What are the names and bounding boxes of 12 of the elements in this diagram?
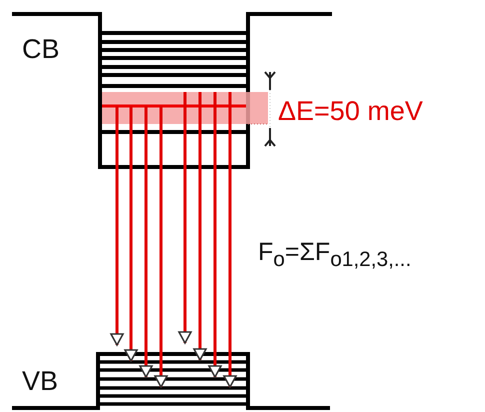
transition-arrow: [208, 92, 222, 378]
transition-arrow: [193, 92, 207, 361]
transition-arrow: [178, 92, 192, 344]
band-label: CB: [22, 36, 60, 63]
transition-arrow: [124, 106, 138, 362]
oscillator-strength-formula: F$_{o}$=ΣF$_{o1,2,3,...}$: [258, 240, 412, 271]
transition-arrow: [139, 106, 153, 378]
transition-arrow: [110, 106, 124, 346]
transition-arrow: [154, 106, 168, 388]
band-label: VB: [22, 368, 58, 395]
transition-arrow: [223, 92, 237, 388]
energy-width-label: ΔE=50 meV: [278, 98, 423, 125]
